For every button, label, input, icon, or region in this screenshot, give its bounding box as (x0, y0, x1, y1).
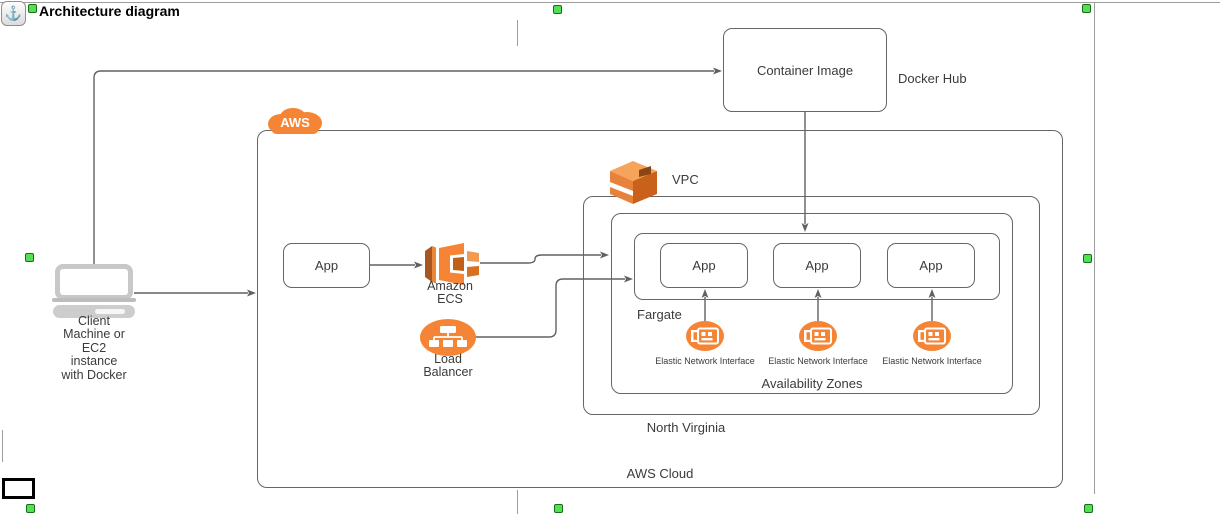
page-boundary-right (1094, 2, 1095, 494)
vpc-label: VPC (672, 172, 699, 187)
aws-badge-text: AWS (280, 115, 310, 130)
page-boundary-left (2, 430, 3, 462)
aws-cloud-label: AWS Cloud (626, 466, 694, 481)
page-boundary-tick-bottom (517, 490, 518, 514)
selection-handle-top-center[interactable] (553, 5, 562, 14)
node-container-image[interactable]: Container Image (723, 28, 887, 112)
selection-handle-bottom-center[interactable] (554, 504, 563, 513)
load-balancer-label: Load Balancer (423, 352, 473, 380)
group-aws-cloud[interactable] (257, 130, 1063, 488)
anchor-icon: ⚓ (4, 5, 23, 21)
eni-1-label: Elastic Network Interface (655, 356, 755, 366)
network-interface-icon (691, 327, 719, 345)
partial-rectangle-shape[interactable] (2, 478, 35, 499)
vpc-icon-wrap[interactable] (605, 158, 662, 205)
selection-handle-middle-left[interactable] (25, 253, 34, 262)
selection-handle-bottom-left[interactable] (26, 504, 35, 513)
network-interface-icon (804, 327, 832, 345)
node-fargate-app-2[interactable]: App (773, 243, 861, 288)
laptop-base (53, 305, 135, 318)
group-availability-zones[interactable] (611, 213, 1013, 394)
fargate-app-3-label: App (919, 258, 943, 273)
docker-hub-label: Docker Hub (898, 71, 967, 86)
app-source-label: App (314, 258, 339, 273)
group-fargate[interactable] (634, 233, 1000, 300)
node-app-source[interactable]: App (283, 243, 370, 288)
aws-cloud-icon (268, 108, 322, 134)
aws-cloud-badge[interactable]: AWS (263, 107, 327, 135)
anchor-button[interactable]: ⚓ (1, 1, 26, 26)
selection-handle-top-left[interactable] (28, 4, 37, 13)
selection-handle-middle-right[interactable] (1083, 254, 1092, 263)
page-title: Architecture diagram (39, 3, 180, 19)
amazon-ecs-label: Amazon ECS (427, 279, 473, 307)
page-boundary-tick-top (517, 20, 518, 46)
vpc-icon (610, 161, 657, 204)
node-load-balancer[interactable] (420, 319, 476, 356)
network-interface-icon (918, 327, 946, 345)
laptop-hinge (52, 298, 136, 302)
page-boundary-top (0, 2, 1220, 3)
selection-handle-bottom-right[interactable] (1084, 504, 1093, 513)
node-eni-1[interactable] (686, 321, 724, 351)
group-vpc[interactable] (583, 196, 1040, 415)
laptop-icon (55, 264, 133, 300)
fargate-app-2-label: App (805, 258, 829, 273)
selection-handle-top-right[interactable] (1082, 4, 1091, 13)
node-eni-2[interactable] (799, 321, 837, 351)
fargate-label: Fargate (637, 307, 682, 322)
load-balancer-icon (429, 326, 467, 347)
fargate-app-1-label: App (692, 258, 716, 273)
container-image-label: Container Image (756, 62, 854, 78)
node-fargate-app-1[interactable]: App (660, 243, 748, 288)
laptop-slot (95, 309, 125, 314)
node-fargate-app-3[interactable]: App (887, 243, 975, 288)
node-amazon-ecs[interactable] (423, 241, 480, 285)
amazon-ecs-icon (425, 243, 479, 285)
eni-2-label: Elastic Network Interface (768, 356, 868, 366)
availability-zones-label: Availability Zones (761, 376, 863, 391)
node-eni-3[interactable] (913, 321, 951, 351)
client-machine-label: Client Machine or EC2 instance with Dock… (61, 314, 127, 382)
eni-3-label: Elastic Network Interface (882, 356, 982, 366)
region-label: North Virginia (646, 420, 726, 435)
